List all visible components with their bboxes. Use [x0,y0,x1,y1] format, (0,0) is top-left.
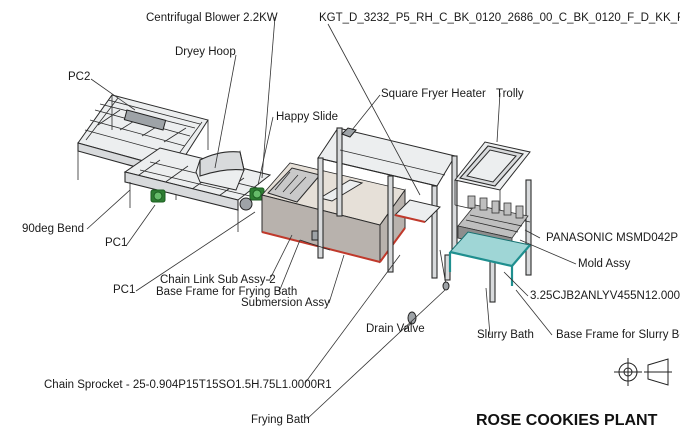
label-pc1-upper: PC1 [105,237,127,249]
label-panasonic: PANASONIC MSMD042P [546,232,678,244]
label-trolly: Trolly [496,88,524,100]
label-happy-slide: Happy Slide [276,111,338,123]
label-chain-sprocket: Chain Sprocket - 25-0.904P15T15SO1.5H.75… [44,379,332,391]
label-bearing: 3.25CJB2ANLYV455N12.000 [530,290,680,302]
machine-illustration [77,94,532,325]
label-base-frame-frying: Base Frame for Frying Bath [156,286,297,298]
frying-bath [261,162,406,264]
label-drain-valve: Drain Valve [366,323,425,335]
slurry-bath [448,231,531,286]
chain-link [299,239,331,251]
leader-lines [86,16,577,420]
submersion-frame [317,127,458,291]
pc1-conveyor [123,147,272,232]
label-pc1-lower: PC1 [113,284,135,296]
drawing-title: ROSE COOKIES PLANT [476,412,658,429]
third-angle-projection-symbol [614,358,672,386]
label-mold-assy: Mold Assy [578,258,631,270]
label-chain-link: Chain Link Sub Assy-2 [160,274,276,286]
pc2-conveyor [77,94,209,200]
label-centrifugal-blower: Centrifugal Blower 2.2KW [146,12,278,24]
label-dryer-hoop: Dryey Hoop [175,46,236,58]
label-frying-bath: Frying Bath [251,414,310,426]
label-base-frame-slurry: Base Frame for Slurry Bc [556,329,680,341]
label-part-number: KGT_D_3232_P5_RH_C_BK_0120_2686_00_C_BK_… [319,12,680,24]
drain-valve-body [407,311,417,325]
label-90deg-bend: 90deg Bend [22,223,84,235]
label-square-fryer-heater: Square Fryer Heater [381,88,486,100]
callout-labels: Centrifugal Blower 2.2KW KGT_D_3232_P5_R… [22,12,680,426]
label-pc2: PC2 [68,71,90,83]
label-submersion: Submersion Assy [241,297,330,309]
label-slurry-bath: Slurry Bath [477,329,534,341]
